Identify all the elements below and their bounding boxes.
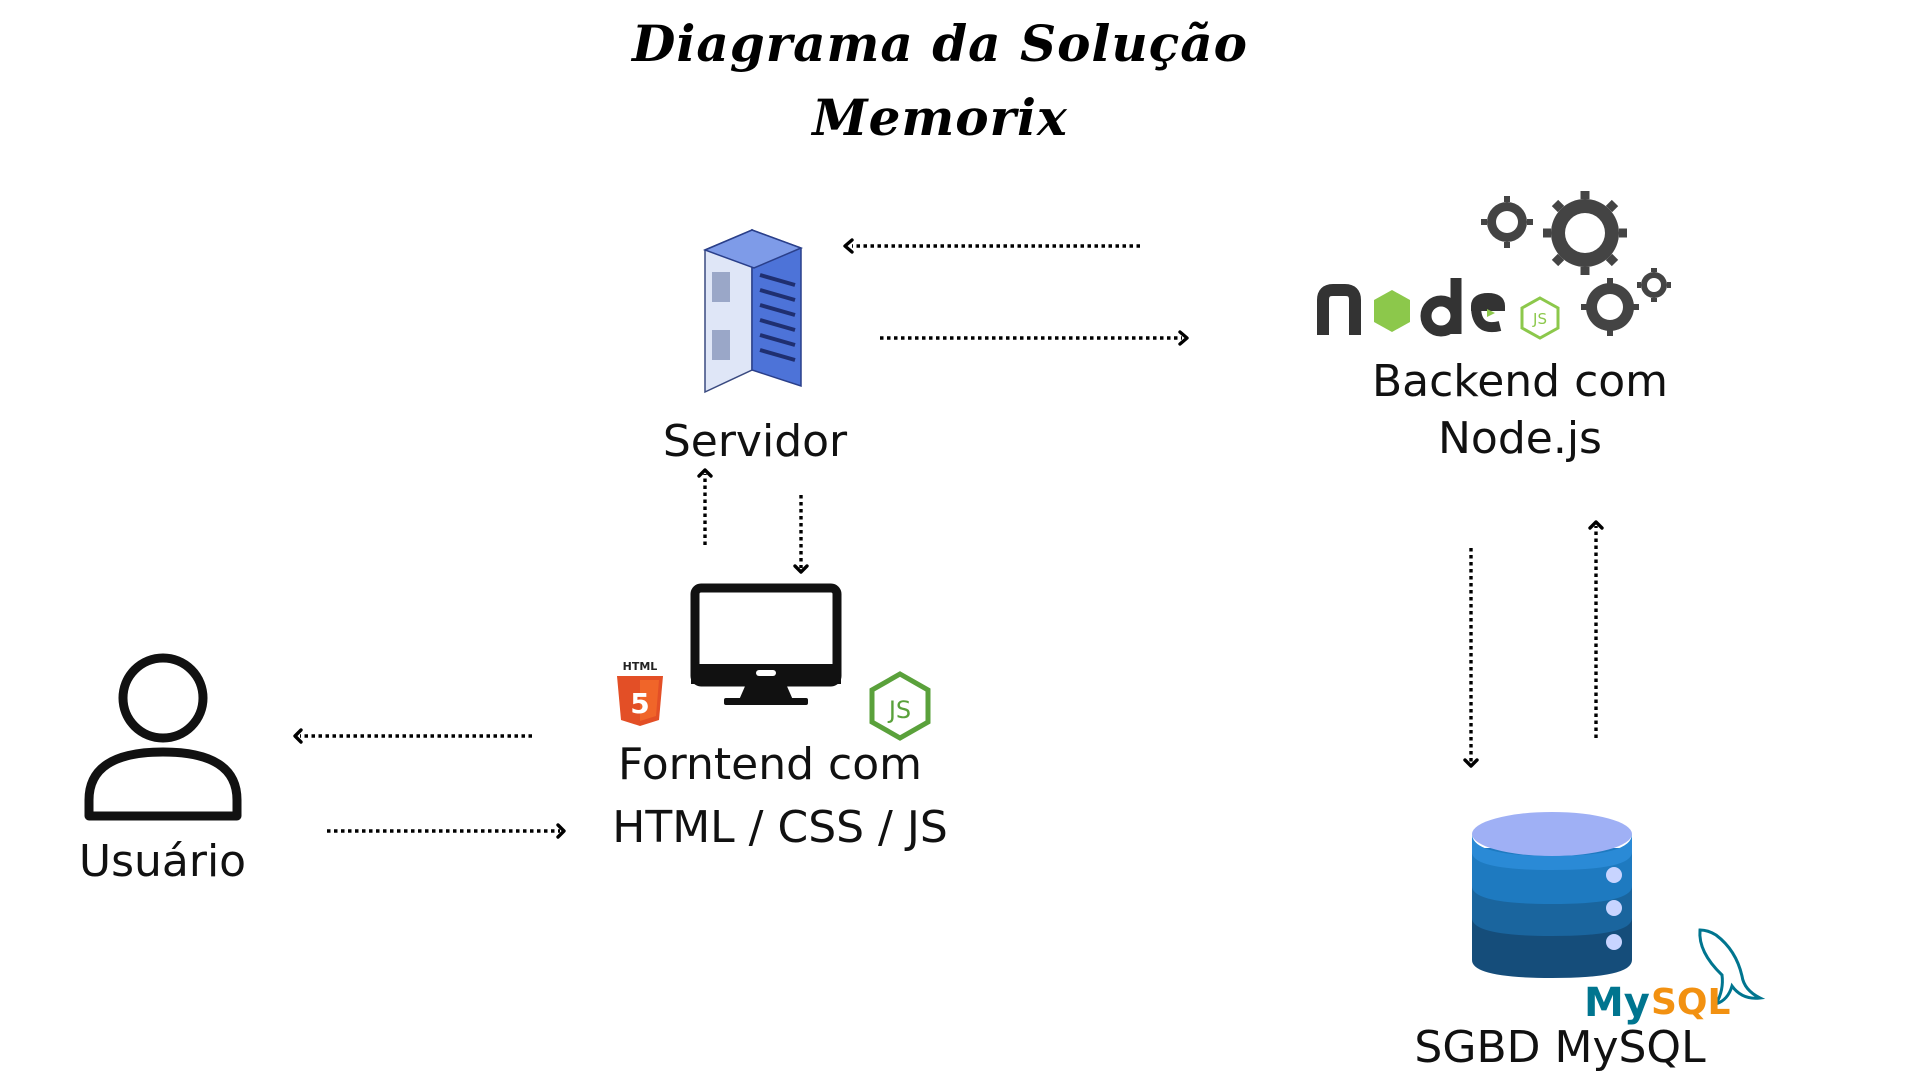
- user-icon: [84, 653, 242, 821]
- svg-text:SQL: SQL: [1651, 982, 1730, 1023]
- svg-text:JS: JS: [1532, 310, 1547, 328]
- mysql-logo-icon: My SQL: [1584, 928, 1766, 1026]
- nodejs-logo-icon: JS: [1317, 278, 1560, 340]
- database-icon: [1472, 812, 1632, 978]
- arrow-backend-to-db: [1463, 548, 1479, 768]
- arrow-user-to-frontend: [327, 823, 566, 839]
- arrow-frontend-to-server: [697, 468, 713, 545]
- svg-text:My: My: [1584, 980, 1650, 1026]
- sgbd-label: SGBD MySQL: [1414, 1022, 1706, 1073]
- gears-icon: [1481, 191, 1671, 336]
- arrow-server-to-backend: [880, 330, 1189, 346]
- user-label: Usuário: [78, 836, 247, 887]
- svg-text:JS: JS: [887, 696, 911, 724]
- monitor-icon: [690, 583, 842, 705]
- frontend-label-line1: Forntend com: [618, 739, 922, 790]
- nodejs-hex-icon: JS: [869, 671, 931, 741]
- html5-badge-text: HTML: [623, 660, 658, 673]
- arrow-backend-to-server: [843, 238, 1140, 254]
- arrow-server-to-frontend: [793, 495, 809, 574]
- frontend-label-line2: HTML / CSS / JS: [612, 802, 948, 853]
- arrow-db-to-backend: [1588, 520, 1604, 738]
- diagram-title-line2: Memorix: [812, 88, 1068, 147]
- server-label: Servidor: [662, 416, 848, 467]
- server-rack-icon: [702, 228, 804, 394]
- backend-label-line1: Backend com: [1371, 356, 1669, 407]
- html5-number: 5: [630, 687, 649, 720]
- arrow-frontend-to-user: [293, 728, 532, 744]
- diagram-title-line1: Diagrama da Solução: [632, 14, 1248, 73]
- html5-logo-icon: HTML 5: [617, 660, 663, 726]
- backend-label-line2: Node.js: [1438, 413, 1602, 464]
